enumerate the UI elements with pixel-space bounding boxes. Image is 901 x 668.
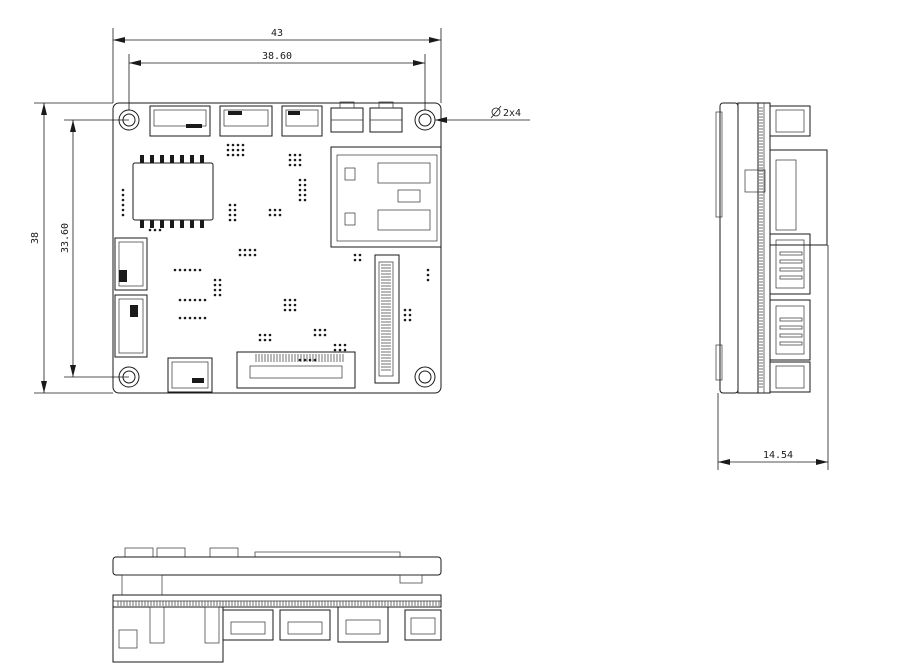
top-switch-2 <box>369 101 403 133</box>
dimension-board-height: 38 <box>30 102 113 394</box>
side-board-mid <box>737 102 759 394</box>
top-view: 43 38.60 38 33.60 <box>30 28 530 394</box>
bottom-connector <box>167 357 213 393</box>
mounting-hole-top-right <box>414 109 436 131</box>
dimension-label-height: 38 <box>30 232 41 244</box>
left-connector-1 <box>114 237 148 291</box>
front-view <box>112 547 442 663</box>
mounting-hole-bottom-right <box>414 366 436 388</box>
dimension-label-side: 14.54 <box>763 450 793 461</box>
diameter-symbol <box>490 105 502 119</box>
fpc-connector-horizontal <box>236 351 356 389</box>
usb-connector <box>330 146 442 248</box>
left-connector-2 <box>114 294 148 358</box>
main-chip <box>132 155 214 228</box>
dimension-label-hole-y: 33.60 <box>60 223 71 253</box>
fpc-connector-vertical <box>374 254 400 384</box>
dimension-hole-spacing-y: 33.60 <box>60 119 129 378</box>
hole-callout-label: 2x4 <box>503 108 521 119</box>
side-view: 14.54 <box>715 102 829 470</box>
top-connector-3 <box>281 105 323 137</box>
via-dots <box>121 143 430 362</box>
top-switch-1 <box>330 101 364 133</box>
hole-callout: 2x4 <box>435 105 530 123</box>
dimension-side-thickness: 14.54 <box>717 245 829 470</box>
side-board-top <box>719 102 739 394</box>
dimension-hole-spacing-x: 38.60 <box>128 51 426 110</box>
dimension-board-width: 43 <box>112 28 442 103</box>
front-board-top <box>112 556 442 576</box>
top-connector-2 <box>219 105 273 137</box>
dimension-label-hole-x: 38.60 <box>262 51 292 62</box>
board-outline <box>112 102 442 394</box>
top-connector-1 <box>149 105 211 137</box>
dimension-label-width: 43 <box>271 28 283 39</box>
